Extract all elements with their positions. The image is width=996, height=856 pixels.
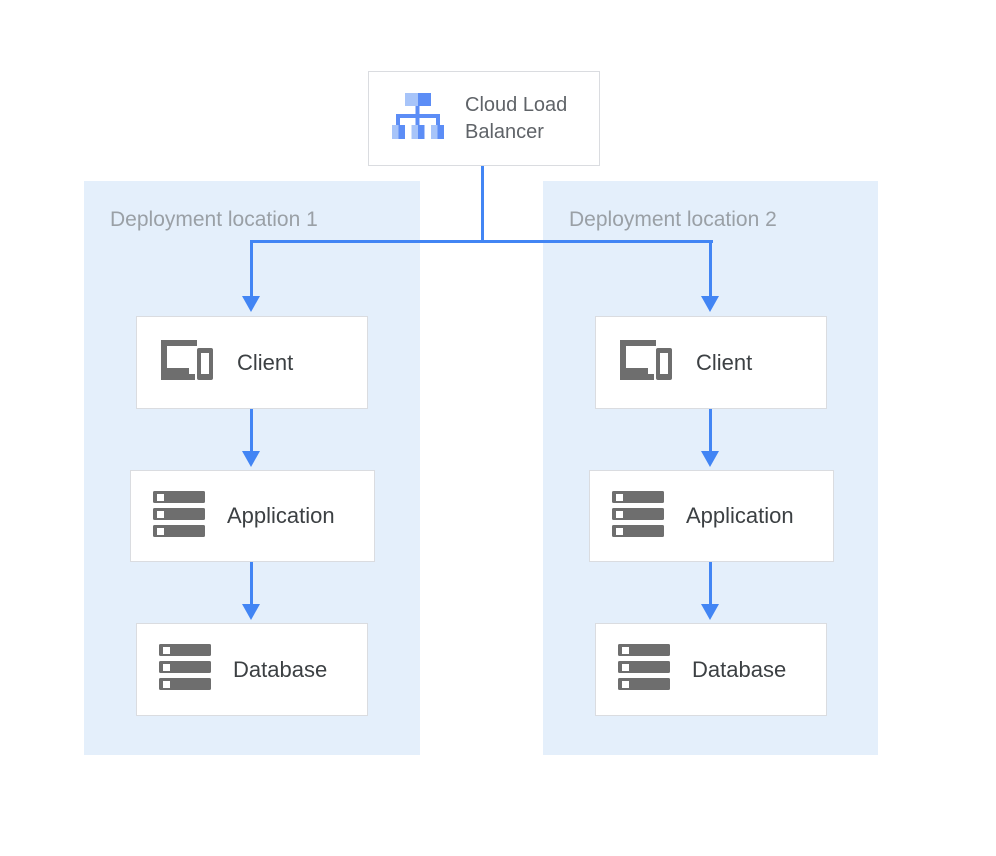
- application-node-location-2[interactable]: Application: [589, 470, 834, 562]
- client-devices-icon: [618, 338, 674, 387]
- application-label-location-1: Application: [227, 503, 335, 528]
- arrowhead-app-2-to-db-2: [701, 604, 719, 620]
- database-node-location-1[interactable]: Database: [136, 623, 368, 716]
- arrowhead-client-1-to-app-1: [242, 451, 260, 467]
- database-node-location-2[interactable]: Database: [595, 623, 827, 716]
- connector-lb-to-client-2: [709, 240, 712, 298]
- server-stack-icon: [159, 644, 211, 695]
- server-stack-icon: [153, 490, 205, 542]
- arrowhead-lb-to-client-1: [242, 296, 260, 312]
- deployment-location-1-label: Deployment location 1: [110, 208, 318, 231]
- client-node-location-2[interactable]: Client: [595, 316, 827, 409]
- client-label-location-2: Client: [696, 349, 753, 375]
- arrowhead-app-1-to-db-1: [242, 604, 260, 620]
- database-label-location-2: Database: [692, 656, 787, 682]
- application-node-location-1[interactable]: Application: [130, 470, 375, 562]
- deployment-location-2-label: Deployment location 2: [569, 208, 777, 231]
- application-label-location-2: Application: [686, 503, 794, 528]
- server-stack-icon: [618, 644, 670, 695]
- client-devices-icon: [159, 338, 215, 387]
- connector-lb-to-client-1: [250, 240, 253, 298]
- cloud-load-balancer-label: Cloud Load Balancer: [465, 93, 568, 143]
- arrowhead-client-2-to-app-2: [701, 451, 719, 467]
- load-balancer-icon: [391, 89, 445, 148]
- connector-client-1-to-app-1: [250, 409, 253, 453]
- database-label-location-1: Database: [233, 656, 328, 682]
- server-stack-icon: [612, 490, 664, 542]
- cloud-load-balancer-node[interactable]: Cloud Load Balancer: [368, 71, 600, 166]
- client-node-location-1[interactable]: Client: [136, 316, 368, 409]
- connector-app-1-to-db-1: [250, 562, 253, 606]
- connector-app-2-to-db-2: [709, 562, 712, 606]
- client-label-location-1: Client: [237, 349, 294, 375]
- arrowhead-lb-to-client-2: [701, 296, 719, 312]
- connector-lb-branch: [251, 240, 713, 243]
- connector-lb-stem: [481, 165, 484, 243]
- connector-client-2-to-app-2: [709, 409, 712, 453]
